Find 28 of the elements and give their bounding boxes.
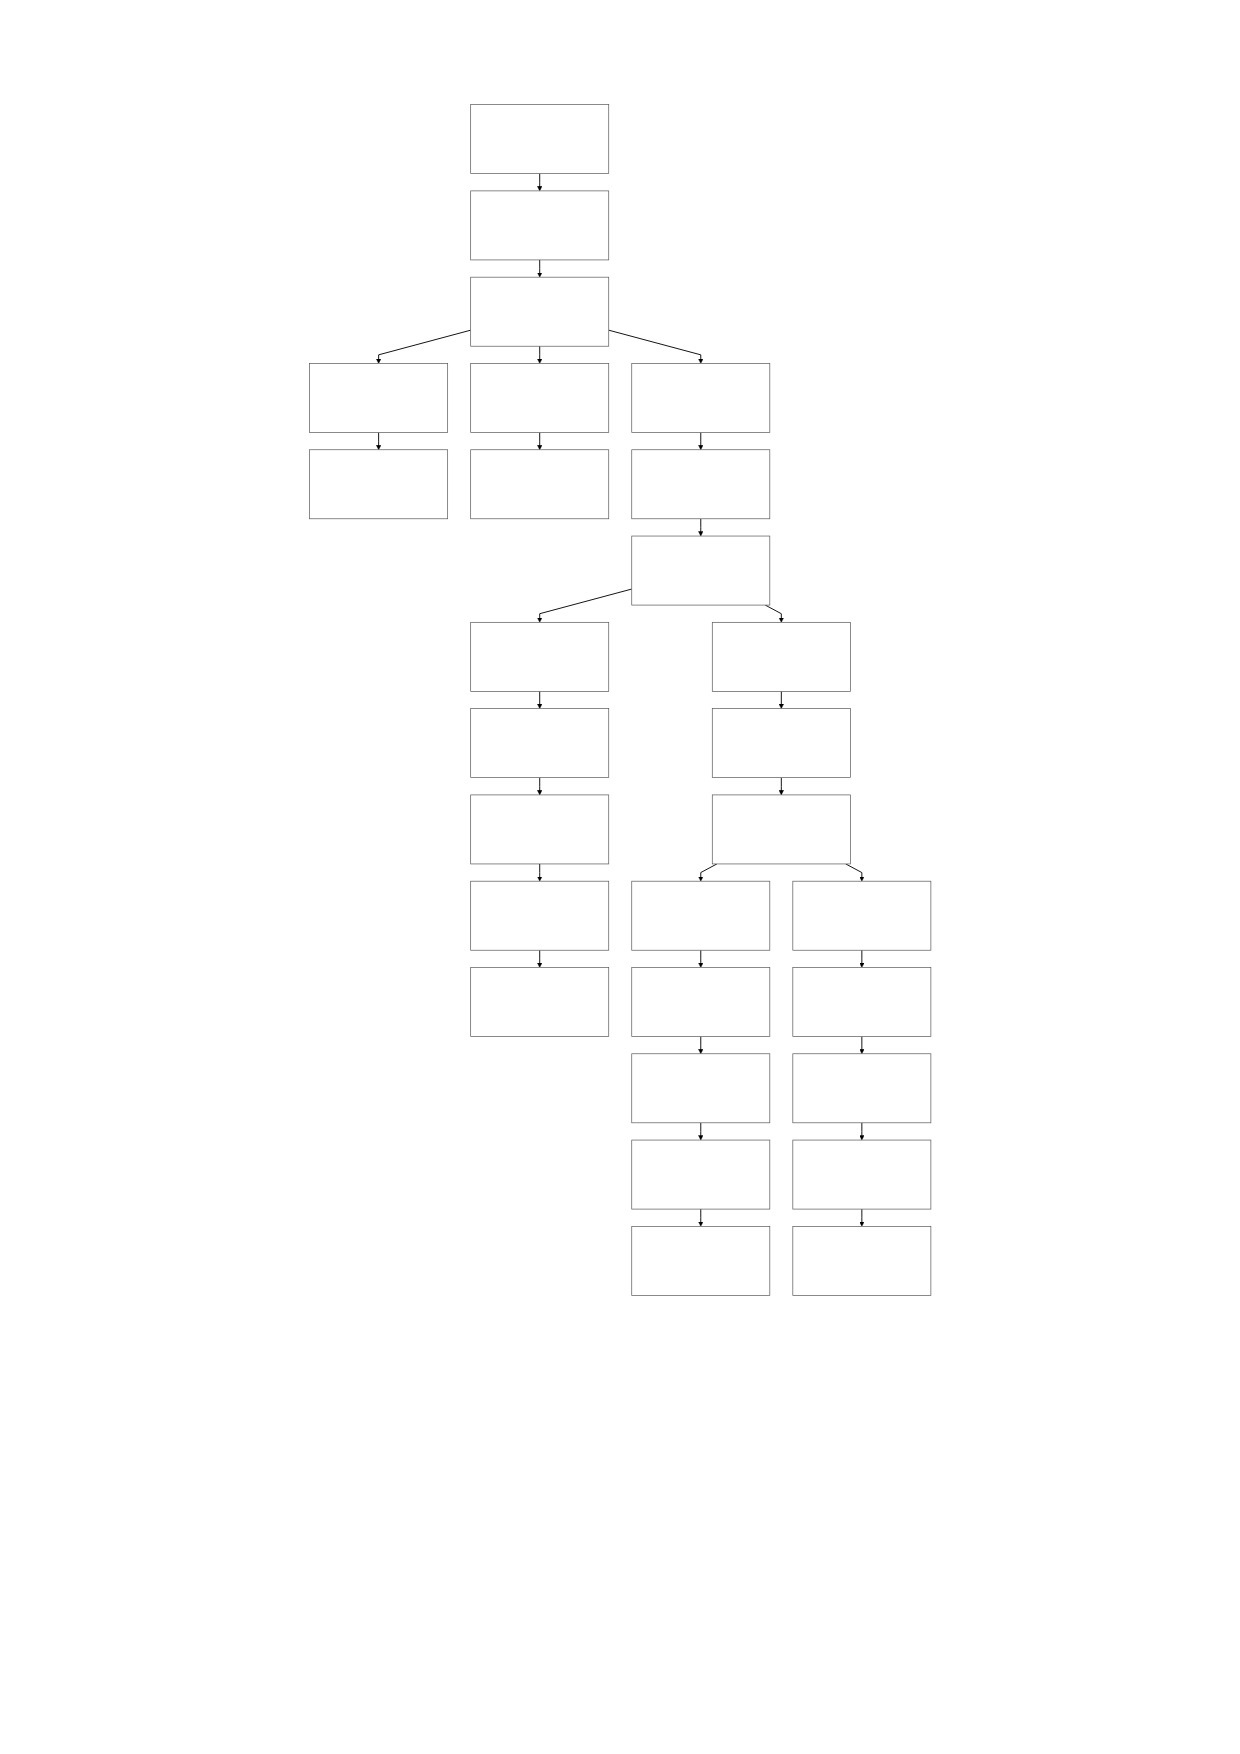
node-box	[470, 880, 609, 951]
node-box	[711, 708, 851, 778]
node-box	[470, 449, 609, 520]
node-box	[792, 967, 931, 1037]
node-box	[309, 363, 448, 433]
node-box	[470, 363, 609, 433]
node-box	[631, 1226, 770, 1296]
node-box	[631, 880, 770, 951]
node-box	[631, 1139, 770, 1210]
node-box	[631, 535, 770, 606]
node-box	[470, 708, 609, 778]
node-box	[470, 276, 609, 347]
node-box	[470, 967, 609, 1037]
node-box	[470, 190, 609, 261]
node-box	[792, 880, 931, 951]
node-box	[792, 1139, 931, 1210]
node-box	[631, 1053, 770, 1124]
node-box	[470, 104, 609, 174]
node-box	[792, 1226, 931, 1296]
node-box	[470, 794, 609, 865]
node-box	[470, 622, 609, 692]
node-box	[631, 363, 770, 433]
node-box	[792, 1053, 931, 1124]
node-box	[309, 449, 448, 520]
node-box	[711, 622, 851, 692]
node-box	[631, 967, 770, 1037]
node-box	[711, 794, 851, 865]
node-box	[631, 449, 770, 520]
